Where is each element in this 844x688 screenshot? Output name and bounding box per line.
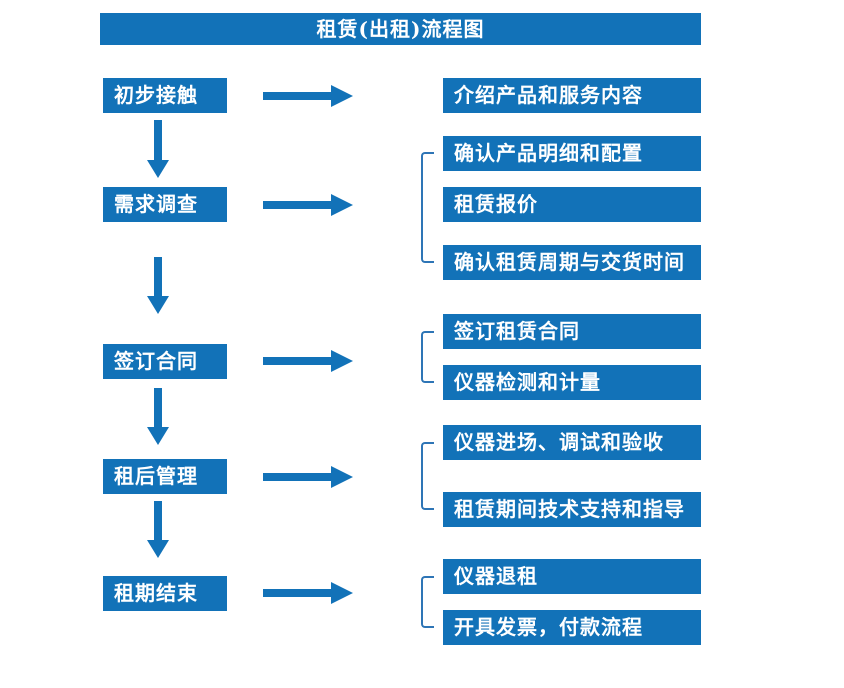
bracket-connector [421,152,434,263]
chart-title-bar: 租赁(出租)流程图 [100,13,701,45]
detail-box-tech-support: 租赁期间技术支持和指导 [443,492,701,527]
stage-box-sign-contract: 签订合同 [103,344,227,379]
stage-box-initial-contact: 初步接触 [103,78,227,113]
detail-box-instrument-setup: 仪器进场、调试和验收 [443,425,701,460]
arrow-right-icon [263,466,353,488]
arrow-head [331,466,353,488]
arrow-shaft [154,388,162,427]
stage-box-post-rental-management: 租后管理 [103,459,227,494]
detail-box-confirm-rental-period: 确认租赁周期与交货时间 [443,245,701,280]
detail-box-invoice-payment: 开具发票，付款流程 [443,610,701,645]
detail-box-rental-quote: 租赁报价 [443,187,701,222]
arrow-shaft [154,120,162,160]
arrow-shaft [263,92,331,100]
stage-box-demand-survey: 需求调查 [103,187,227,222]
arrow-right-icon [263,85,353,107]
arrow-head [331,194,353,216]
stage-box-rental-end: 租期结束 [103,576,227,611]
arrow-shaft [263,201,331,209]
arrow-shaft [154,501,162,540]
arrow-right-icon [263,194,353,216]
bracket-connector [421,442,434,510]
detail-box-instrument-return: 仪器退租 [443,559,701,594]
page-title: 租赁(出租)流程图 [316,17,485,41]
detail-box-introduce-products: 介绍产品和服务内容 [443,78,701,113]
arrow-head [331,85,353,107]
arrow-right-icon [263,350,353,372]
arrow-shaft [154,257,162,296]
detail-box-confirm-product-details: 确认产品明细和配置 [443,136,701,171]
arrow-head [331,350,353,372]
bracket-connector [421,576,434,628]
arrow-head [147,296,169,314]
arrow-head [331,582,353,604]
detail-box-instrument-testing: 仪器检测和计量 [443,365,701,400]
bracket-connector [421,331,434,383]
arrow-shaft [263,357,331,365]
arrow-head [147,160,169,178]
arrow-shaft [263,473,331,481]
arrow-right-icon [263,582,353,604]
arrow-head [147,427,169,445]
arrow-head [147,540,169,558]
arrow-shaft [263,589,331,597]
detail-box-sign-rental-contract: 签订租赁合同 [443,314,701,349]
